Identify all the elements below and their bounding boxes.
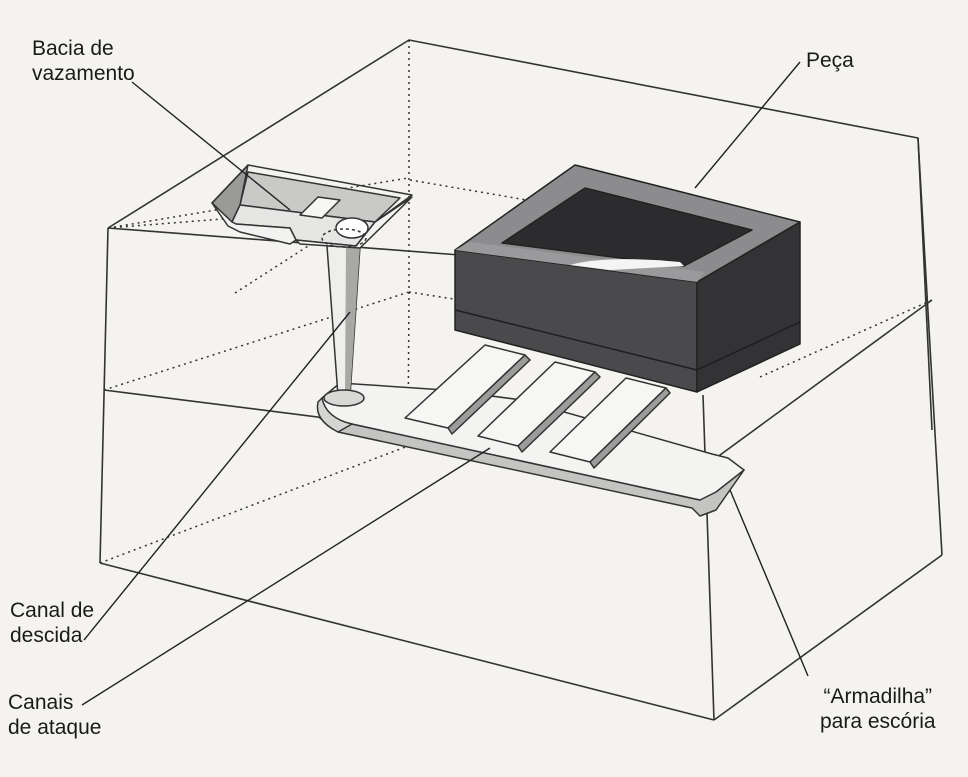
mold-cope-outline: [107, 39, 933, 431]
casting-top-bevel: [455, 242, 705, 282]
mold-right-vertical-edge: [917, 137, 943, 556]
leader-casting: [694, 61, 801, 189]
hidden-parting-left: [103, 291, 410, 391]
mold-front-right-edge: [713, 554, 943, 721]
hidden-back-vertical-lower: [407, 291, 410, 447]
gate-3-side: [589, 387, 671, 469]
hidden-bottom-left: [99, 445, 409, 564]
casting-hole: [501, 187, 753, 267]
gate-2-side: [517, 371, 601, 453]
label-slag-trap: “Armadilha” para escória: [820, 685, 936, 733]
basin-dashed-ring: [321, 228, 367, 248]
casting-parting-line: [454, 309, 698, 371]
gate-1-side: [447, 354, 531, 435]
casting-parting-line-right: [696, 321, 801, 371]
casting: [454, 164, 801, 393]
label-sprue: Canal de descida: [10, 599, 95, 647]
hidden-mid-diag: [234, 231, 331, 294]
label-gates: Canais de ataque: [8, 691, 102, 739]
basin-sprue-opening: [335, 217, 369, 239]
mold-box: [99, 39, 943, 721]
hidden-right-parting: [759, 299, 933, 378]
label-pouring-basin: Bacia de vazamento: [32, 37, 135, 85]
gates: [404, 344, 671, 469]
sprue: [323, 245, 365, 407]
basin-weir: [299, 196, 341, 219]
leader-lines: [81, 61, 809, 706]
mold-front-bottom-edge: [99, 562, 715, 721]
leader-pouring-basin: [131, 81, 291, 211]
leader-slag-trap: [729, 489, 809, 677]
leader-sprue: [83, 311, 351, 641]
casting-hole-light: [570, 259, 684, 270]
hidden-parting-back: [408, 291, 461, 301]
basin-rim: [211, 164, 413, 223]
mold-near-vertical-edge: [702, 394, 715, 721]
hidden-left-top: [107, 177, 409, 229]
label-casting: Peça: [806, 49, 854, 72]
leader-gates: [81, 447, 491, 706]
runner-end-cap: [316, 397, 353, 433]
sprue-shade: [345, 246, 360, 396]
mold-front-left-edge: [99, 227, 109, 564]
sprue-well: [323, 389, 365, 407]
pouring-basin: [211, 164, 413, 249]
hidden-basin-left: [107, 217, 236, 229]
